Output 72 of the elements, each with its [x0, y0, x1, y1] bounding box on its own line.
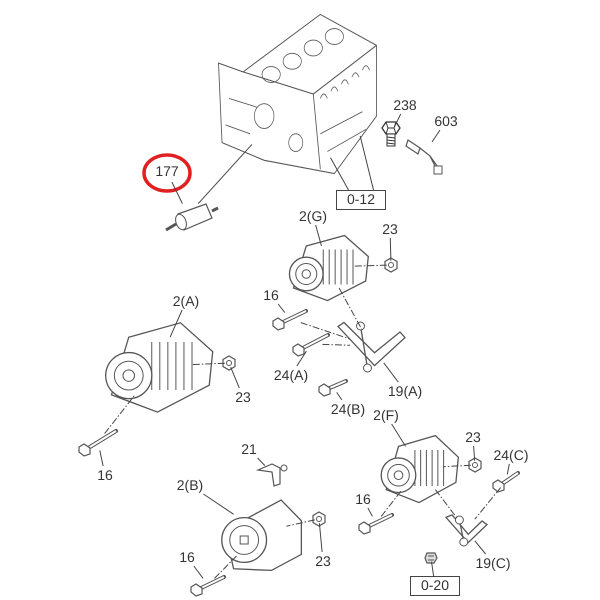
callout-number: 19(A)	[382, 382, 428, 400]
callout-number: 16	[260, 286, 282, 304]
callout-number: 23	[232, 388, 254, 406]
leader-line	[390, 238, 392, 262]
bolt-drawing	[292, 332, 330, 356]
callout-number: 177	[150, 162, 184, 182]
assembly-line	[104, 394, 136, 434]
callout-number: 16	[176, 548, 198, 566]
reference-box: 0-20	[410, 576, 460, 596]
assembly-line	[322, 344, 350, 346]
leader-line	[431, 561, 434, 576]
nut-drawing	[468, 458, 482, 472]
callout-number: 2(F)	[368, 406, 404, 424]
reference-box: 0-12	[336, 190, 386, 210]
leader-line	[99, 450, 104, 466]
callout-number: 19(C)	[470, 554, 516, 572]
callout-number: 2(B)	[172, 476, 208, 494]
leader-line	[202, 494, 234, 515]
assembly-line	[352, 264, 388, 267]
assembly-line	[380, 489, 403, 517]
callout-number: 23	[379, 220, 401, 238]
leader-line	[473, 446, 476, 462]
leader-line	[367, 508, 373, 517]
bolt-drawing	[492, 470, 520, 492]
callout-number: 603	[430, 112, 462, 130]
bolt-drawing	[272, 308, 308, 330]
callout-number: 23	[462, 428, 484, 446]
leader-line	[360, 136, 374, 190]
callout-number: 2(A)	[168, 292, 204, 310]
leader-line	[296, 350, 307, 366]
leader-line	[198, 144, 252, 204]
callout-number: 238	[390, 96, 420, 114]
leader-line	[318, 522, 323, 552]
leader-line	[474, 540, 486, 554]
callout-number: 16	[94, 466, 116, 484]
bracket-drawing	[444, 512, 488, 548]
alternator-drawing	[378, 432, 460, 504]
leader-line	[171, 182, 183, 204]
callout-number: 24(C)	[488, 446, 534, 464]
bolt-drawing	[318, 378, 348, 396]
leader-line	[315, 224, 322, 246]
leader-line	[383, 362, 399, 382]
leader-line	[394, 114, 402, 127]
bolt-drawing	[78, 428, 118, 456]
assembly-line	[300, 322, 350, 340]
leader-line	[330, 157, 349, 190]
leader-line	[170, 310, 183, 338]
leader-line	[257, 458, 266, 466]
bolt-drawing	[358, 512, 394, 534]
leader-line	[278, 304, 286, 313]
leader-line	[336, 392, 342, 400]
callout-number: 24(B)	[325, 400, 371, 418]
nut-drawing	[222, 356, 236, 370]
assembly-line	[474, 487, 502, 520]
leader-line	[230, 366, 240, 388]
leader-line	[391, 424, 406, 447]
bolt-drawing	[190, 574, 226, 596]
assembly-line	[338, 288, 362, 330]
nut-drawing	[384, 258, 398, 272]
leader-line	[193, 566, 204, 579]
callout-number: 16	[352, 490, 374, 508]
assembly-line	[214, 556, 237, 579]
callout-number: 24(A)	[268, 366, 314, 384]
assembly-line	[434, 489, 458, 520]
callout-number: 21	[238, 440, 260, 458]
leader-line	[432, 130, 440, 142]
callout-number: 23	[312, 552, 334, 570]
leader-line	[506, 464, 510, 475]
plug-drawing	[424, 552, 438, 564]
callout-number: 2(G)	[295, 207, 331, 225]
nut-drawing	[312, 512, 326, 526]
fitting-drawing	[381, 121, 401, 147]
